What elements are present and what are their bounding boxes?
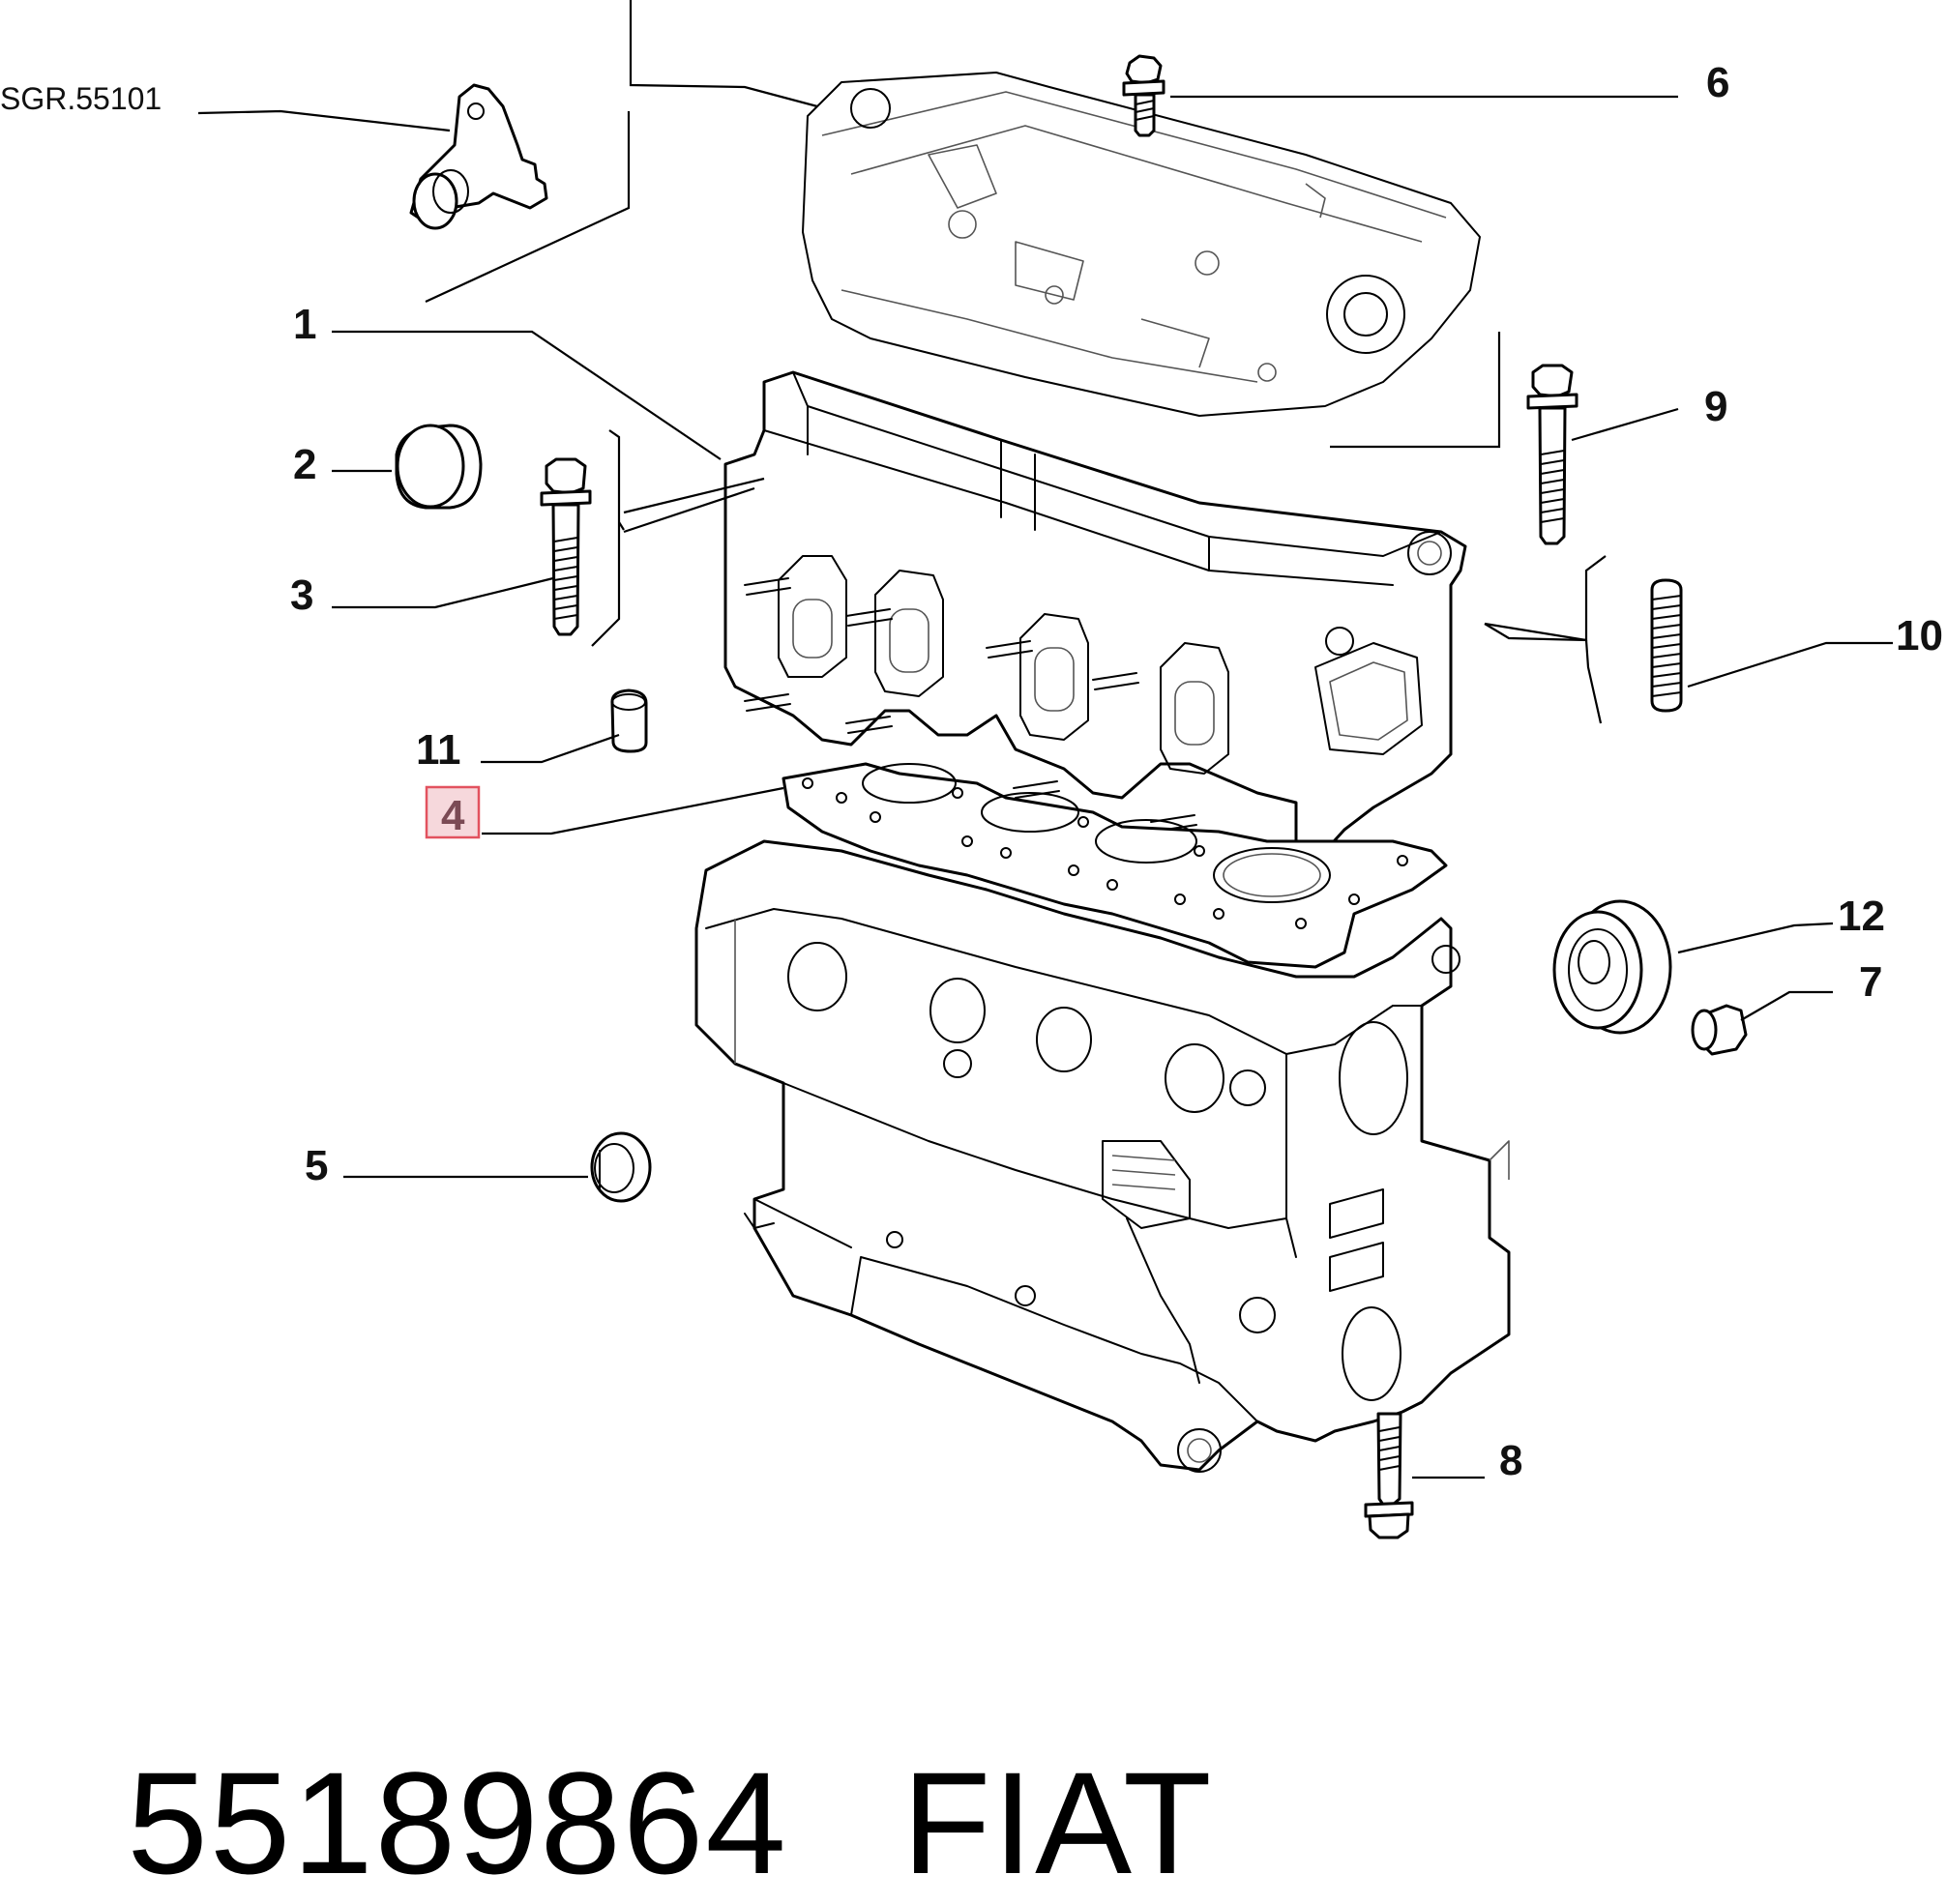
stud-part [1650, 578, 1683, 713]
highlight-box [425, 785, 481, 839]
exploded-engine-diagram: SGR.55101 1 2 3 11 4 5 6 9 10 12 7 8 [0, 0, 1943, 1539]
label-part-4[interactable]: 4 [441, 792, 465, 839]
leader-brackets [425, 0, 1607, 724]
head-bolt-9-part [1526, 364, 1578, 545]
cylinder-head [723, 370, 1467, 853]
drain-plug-part [1691, 1004, 1748, 1056]
label-ref-group: SGR.55101 [0, 81, 162, 116]
core-plug-part [590, 1131, 652, 1203]
block-bolt-part [1364, 1412, 1414, 1539]
leader-lines [197, 95, 1893, 1479]
label-part-5: 5 [305, 1142, 328, 1189]
label-part-11: 11 [416, 726, 461, 774]
label-part-8: 8 [1499, 1437, 1522, 1484]
label-part-9: 9 [1704, 383, 1727, 430]
oil-seal-part [1552, 899, 1672, 1035]
engine-block [694, 839, 1511, 1473]
part-number: 55189864 [127, 1742, 788, 1904]
brand-name: FIAT [901, 1742, 1214, 1904]
label-part-10: 10 [1896, 612, 1943, 659]
label-part-2: 2 [293, 441, 316, 488]
head-bolt-part [540, 457, 592, 636]
head-gasket [782, 762, 1448, 969]
label-part-6: 6 [1706, 59, 1729, 106]
cover-bolt-part [1122, 54, 1165, 137]
label-part-7: 7 [1859, 958, 1882, 1006]
label-part-12: 12 [1838, 893, 1885, 940]
label-part-3: 3 [290, 571, 313, 619]
tappet-cup-part [395, 424, 483, 510]
dowel-part [610, 688, 648, 753]
head-ports [778, 555, 1423, 775]
part-labels: SGR.55101 1 2 3 11 4 5 6 9 10 12 7 8 [0, 59, 1943, 1484]
valve-cover [802, 72, 1481, 417]
cam-sensor-part [409, 83, 548, 230]
label-part-1: 1 [293, 301, 316, 348]
